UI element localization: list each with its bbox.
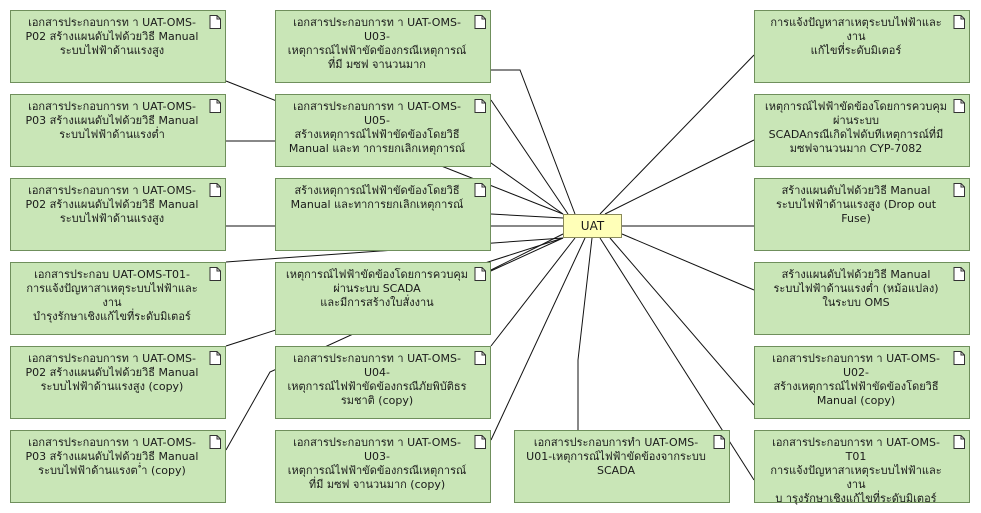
node-label: เอกสารประกอบการท า UAT-OMS- U03- เหตุการ… (287, 436, 467, 491)
connector-b1 (491, 69, 576, 215)
node-a5[interactable]: เอกสารประกอบการท า UAT-OMS- P02 สร้างแผน… (10, 346, 226, 419)
document-icon (209, 99, 221, 113)
connector-b6 (490, 237, 586, 441)
document-icon (209, 435, 221, 449)
node-label: เหตุการณ์ไฟฟ้าขัดข้องโดยการควบคุม ผ่านระ… (765, 100, 947, 155)
document-icon (474, 183, 486, 197)
document-icon (953, 267, 965, 281)
node-label: เอกสารประกอบการท า UAT-OMS- T01 การแจ้งป… (770, 436, 942, 505)
node-d5[interactable]: เอกสารประกอบการท า UAT-OMS- U02- สร้างเห… (754, 346, 970, 419)
node-label: เอกสารประกอบการท า UAT-OMS- U03- เหตุการ… (287, 16, 467, 71)
node-label: เอกสารประกอบการท า UAT-OMS- U04- เหตุการ… (287, 352, 467, 407)
connector-b5 (490, 237, 576, 347)
node-label: การแจ้งปัญหาสาเหตุระบบไฟฟ้าและงาน แก้ไขท… (770, 16, 942, 57)
node-label: เอกสารประกอบการท า UAT-OMS- U05- สร้างเห… (288, 100, 466, 155)
document-icon (209, 15, 221, 29)
document-icon (474, 15, 486, 29)
connector-c1 (577, 237, 593, 430)
document-icon (474, 351, 486, 365)
node-label: เอกสารประกอบการท า UAT-OMS- P02 สร้างแผน… (25, 352, 199, 393)
connector-d4 (621, 233, 755, 291)
node-label: เอกสารประกอบการท า UAT-OMS- P03 สร้างแผน… (25, 100, 199, 141)
document-icon (953, 15, 965, 29)
node-b4[interactable]: เหตุการณ์ไฟฟ้าขัดข้องโดยการควบคุม ผ่านระ… (275, 262, 491, 335)
document-icon (474, 435, 486, 449)
connector-b4 (490, 233, 564, 271)
node-d4[interactable]: สร้างแผนดับไฟด้วยวิธี Manual ระบบไฟฟ้าด้… (754, 262, 970, 335)
node-a2[interactable]: เอกสารประกอบการท า UAT-OMS- P03 สร้างแผน… (10, 94, 226, 167)
document-icon (953, 435, 965, 449)
document-icon (474, 99, 486, 113)
uat-hub-node[interactable]: UAT (563, 214, 622, 238)
connector-b3 (490, 213, 564, 219)
node-label: เอกสารประกอบการท า UAT-OMS- U02- สร้างเห… (772, 352, 940, 407)
node-label: เอกสารประกอบการท า UAT-OMS- P02 สร้างแผน… (25, 16, 199, 57)
document-icon (474, 267, 486, 281)
document-icon (209, 183, 221, 197)
node-d2[interactable]: เหตุการณ์ไฟฟ้าขัดข้องโดยการควบคุม ผ่านระ… (754, 94, 970, 167)
document-icon (209, 267, 221, 281)
node-c1[interactable]: เอกสารประกอบการทำ UAT-OMS- U01-เหตุการณ์… (514, 430, 730, 503)
document-icon (953, 99, 965, 113)
node-a4[interactable]: เอกสารประกอบ UAT-OMS-T01- การแจ้งปัญหาสา… (10, 262, 226, 335)
node-label: สร้างแผนดับไฟด้วยวิธี Manual ระบบไฟฟ้าด้… (773, 268, 939, 309)
node-b1[interactable]: เอกสารประกอบการท า UAT-OMS- U03- เหตุการ… (275, 10, 491, 83)
document-icon (209, 351, 221, 365)
connector-d5 (609, 237, 755, 406)
node-label: เอกสารประกอบการท า UAT-OMS- P03 สร้างแผน… (25, 436, 199, 477)
node-b5[interactable]: เอกสารประกอบการท า UAT-OMS- U04- เหตุการ… (275, 346, 491, 419)
node-d1[interactable]: การแจ้งปัญหาสาเหตุระบบไฟฟ้าและงาน แก้ไขท… (754, 10, 970, 83)
document-icon (713, 435, 725, 449)
connector-d2 (604, 139, 755, 215)
document-icon (953, 351, 965, 365)
node-label: เอกสารประกอบการท า UAT-OMS- P02 สร้างแผน… (25, 184, 199, 225)
connector-b2 (490, 99, 569, 215)
node-label: สร้างเหตุการณ์ไฟฟ้าขัดข้องโดยวิธี Manual… (290, 184, 464, 211)
node-label: เอกสารประกอบการทำ UAT-OMS- U01-เหตุการณ์… (526, 436, 706, 477)
node-b3[interactable]: สร้างเหตุการณ์ไฟฟ้าขัดข้องโดยวิธี Manual… (275, 178, 491, 251)
node-d6[interactable]: เอกสารประกอบการท า UAT-OMS- T01 การแจ้งป… (754, 430, 970, 505)
node-d3[interactable]: สร้างแผนดับไฟด้วยวิธี Manual ระบบไฟฟ้าด้… (754, 178, 970, 251)
node-b6[interactable]: เอกสารประกอบการท า UAT-OMS- U03- เหตุการ… (275, 430, 491, 503)
connector-d1 (599, 54, 755, 215)
node-b2[interactable]: เอกสารประกอบการท า UAT-OMS- U05- สร้างเห… (275, 94, 491, 167)
node-a3[interactable]: เอกสารประกอบการท า UAT-OMS- P02 สร้างแผน… (10, 178, 226, 251)
node-label: เหตุการณ์ไฟฟ้าขัดข้องโดยการควบคุม ผ่านระ… (286, 268, 468, 309)
node-label: เอกสารประกอบ UAT-OMS-T01- การแจ้งปัญหาสา… (26, 268, 198, 323)
node-a1[interactable]: เอกสารประกอบการท า UAT-OMS- P02 สร้างแผน… (10, 10, 226, 83)
node-label: สร้างแผนดับไฟด้วยวิธี Manual ระบบไฟฟ้าด้… (775, 184, 937, 225)
node-a6[interactable]: เอกสารประกอบการท า UAT-OMS- P03 สร้างแผน… (10, 430, 226, 503)
document-icon (953, 183, 965, 197)
